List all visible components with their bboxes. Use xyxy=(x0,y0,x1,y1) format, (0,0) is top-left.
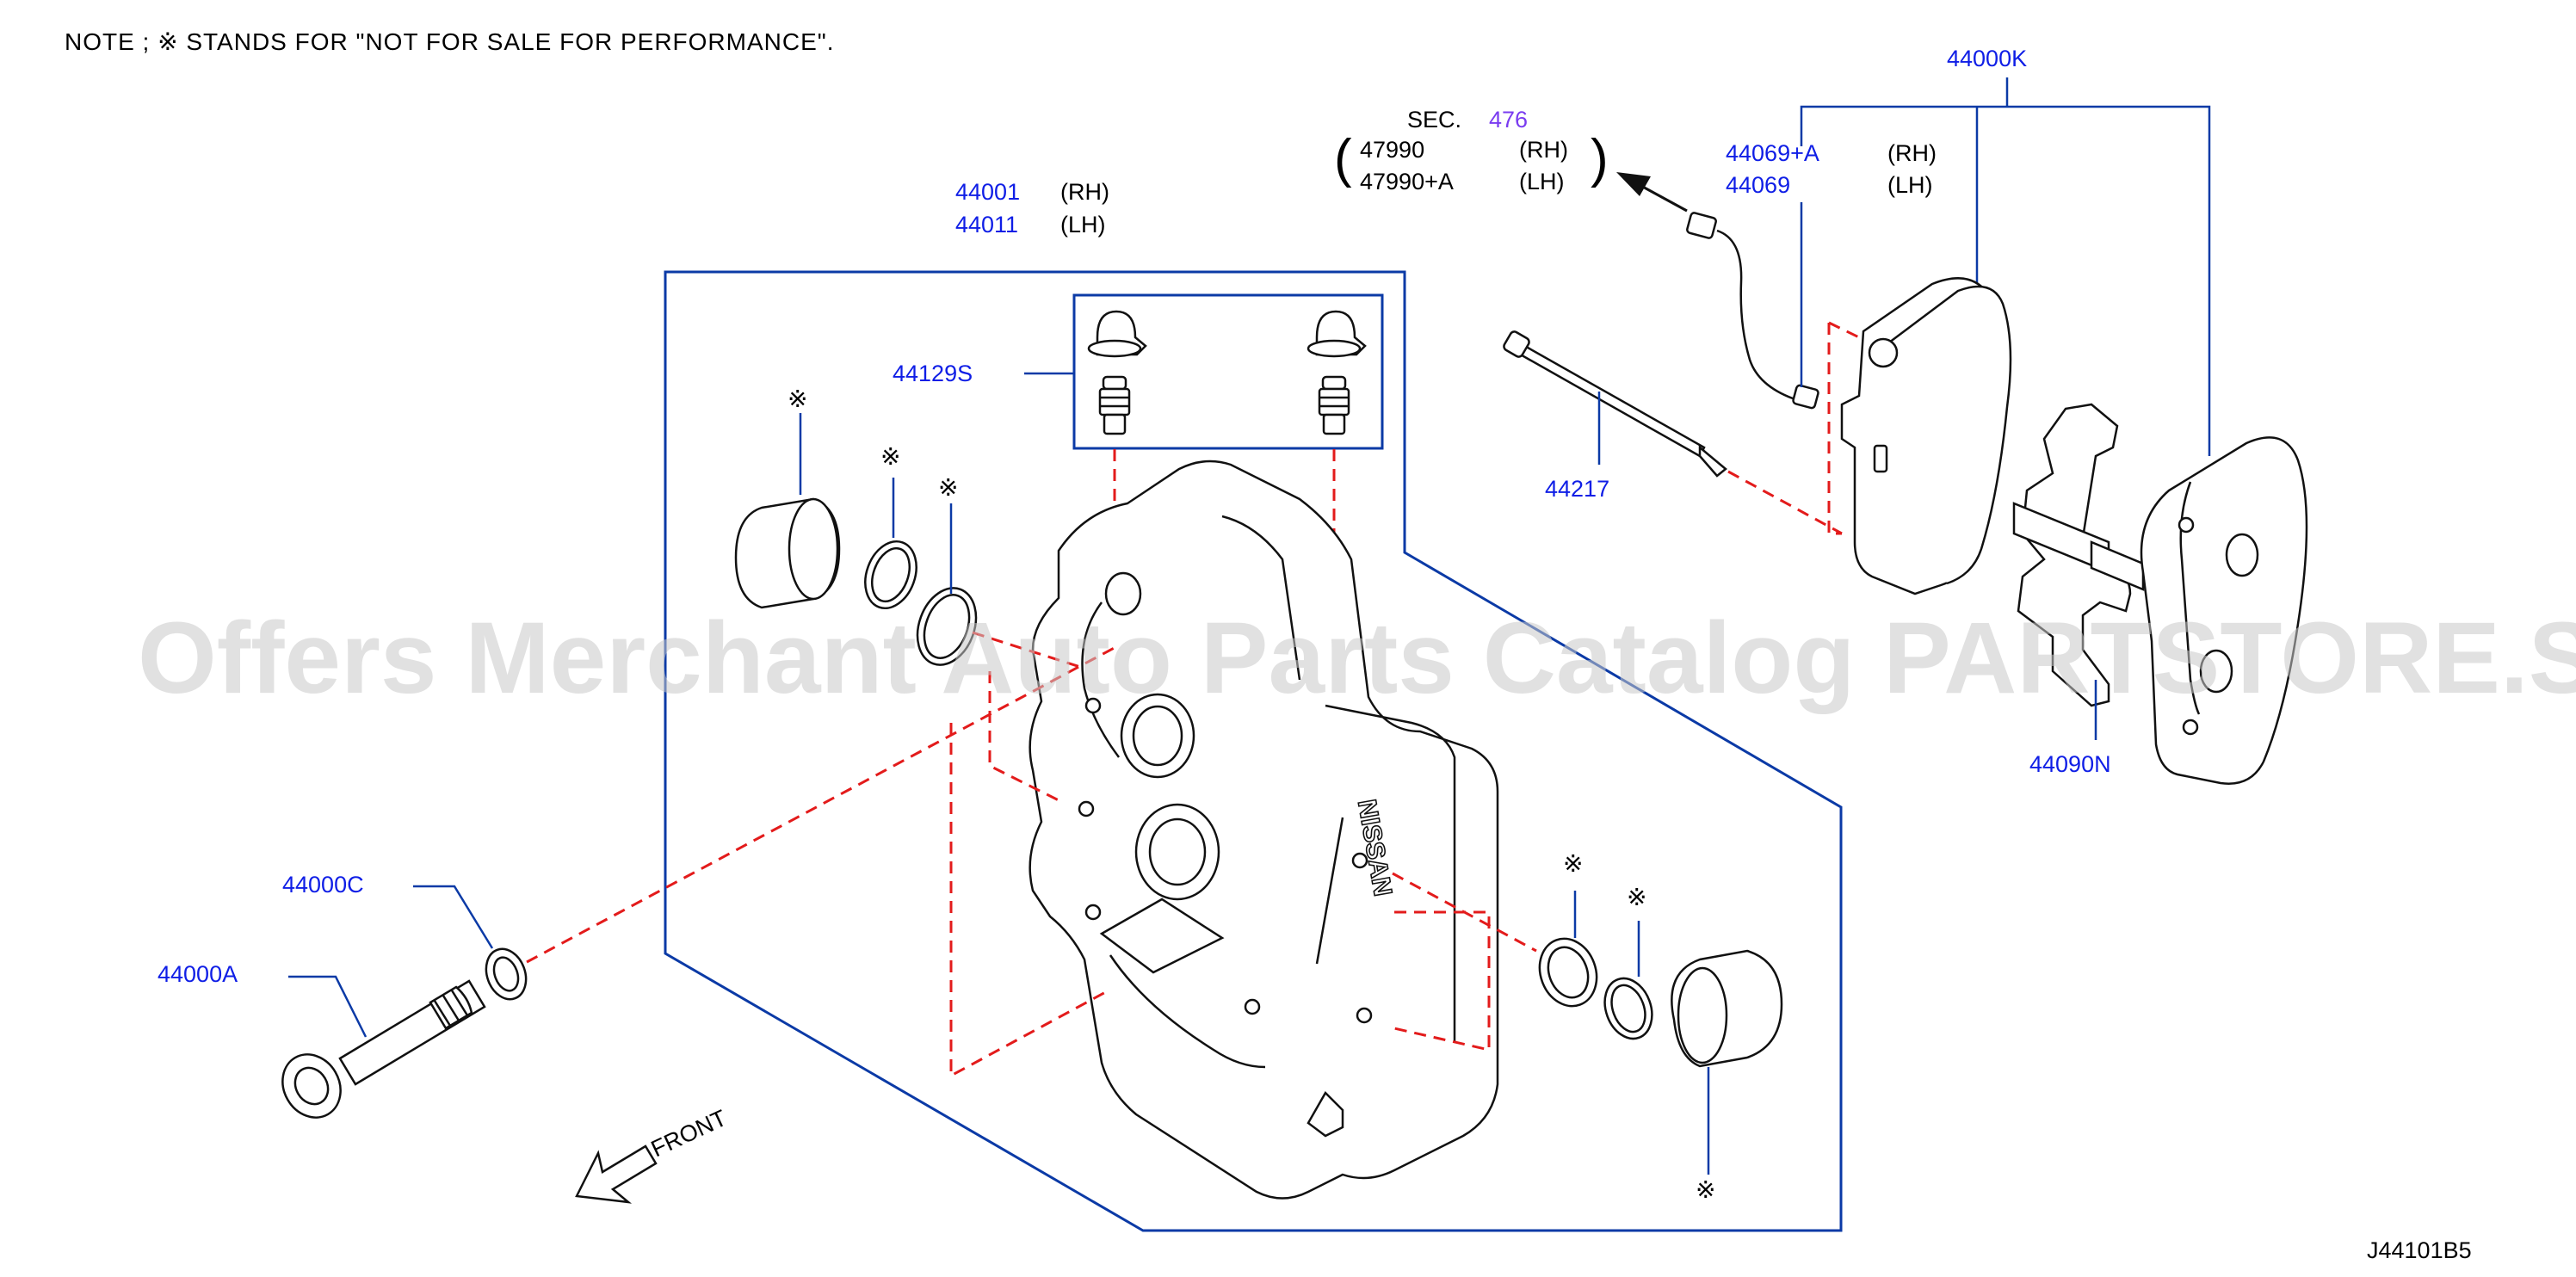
anti-rattle-shim xyxy=(2012,403,2145,707)
performance-note: NOTE ; ※ STANDS FOR "NOT FOR SALE FOR PE… xyxy=(65,28,835,55)
washer-leader xyxy=(413,885,494,949)
pad-retaining-pin xyxy=(1503,330,1727,478)
bleeder-screw-left xyxy=(1098,375,1131,435)
piston-left-dash-2 xyxy=(988,671,1059,802)
pad-inner-dash xyxy=(1827,323,1842,535)
section-item-2-side: (LH) xyxy=(1519,169,1565,194)
pad-inner-dash-top xyxy=(1828,321,1860,339)
pad-wear-sensor xyxy=(1686,212,1819,410)
diagram-code: J44101B5 xyxy=(2367,1237,2472,1263)
bolt-washer xyxy=(485,947,528,1001)
bolt-dash xyxy=(526,644,1120,964)
brake-pad-outer xyxy=(2140,436,2308,785)
bleeder-kit-box xyxy=(1072,293,1384,450)
section-close-paren: ) xyxy=(1591,129,1609,188)
sensor-rh-side: (RH) xyxy=(1887,140,1937,166)
pin-dash xyxy=(1727,470,1843,535)
shim-number[interactable]: 44090N xyxy=(2029,751,2111,777)
sensor-lh-number[interactable]: 44069 xyxy=(1726,172,1790,198)
bleeder-kit-number[interactable]: 44129S xyxy=(893,361,973,386)
section-open-paren: ( xyxy=(1334,129,1352,188)
not-for-sale-mark-piston-left: ※ xyxy=(788,385,807,413)
front-direction-arrow xyxy=(575,1144,658,1204)
brake-caliper-body[interactable]: NISSAN xyxy=(1029,460,1499,1200)
caliper-lh-number[interactable]: 44011 xyxy=(955,212,1018,238)
piston-left xyxy=(734,497,841,609)
caliper-group-outline xyxy=(664,270,1843,1232)
section-item-1[interactable]: 47990 xyxy=(1360,137,1424,163)
section-arrow xyxy=(1616,172,1688,213)
sensor-lh-side: (LH) xyxy=(1887,172,1933,198)
section-item-2[interactable]: 47990+A xyxy=(1360,169,1454,194)
bleeder-cap-right xyxy=(1307,310,1367,358)
bolt-leader xyxy=(288,975,368,1038)
bolt-number[interactable]: 44000A xyxy=(158,961,238,987)
not-for-sale-mark-piston-right: ※ xyxy=(1696,1175,1715,1204)
watermark-text: Offers Merchant Auto Parts Catalog PARTS… xyxy=(138,601,2576,715)
dust-boot-right xyxy=(1538,937,1598,1008)
piston-right-dash-2 xyxy=(1393,910,1491,1052)
mounting-bolt xyxy=(281,979,486,1119)
caliper-rh-side: (RH) xyxy=(1060,179,1109,205)
dust-boot-left xyxy=(916,587,978,666)
pad-kit-leader-bracket xyxy=(1800,105,2211,456)
caliper-lh-side: (LH) xyxy=(1060,212,1106,238)
pad-kit-number[interactable]: 44000K xyxy=(1947,46,2027,71)
front-label: FRONT xyxy=(647,1105,731,1162)
pin-number[interactable]: 44217 xyxy=(1545,476,1609,502)
section-number-link[interactable]: 476 xyxy=(1489,107,1528,133)
piston-seal-right xyxy=(1603,977,1653,1040)
not-for-sale-mark-boot-left: ※ xyxy=(938,473,958,502)
brake-pad-inner xyxy=(1840,277,2012,595)
caliper-rh-number[interactable]: 44001 xyxy=(955,179,1020,205)
section-item-1-side: (RH) xyxy=(1519,137,1568,163)
piston-right xyxy=(1671,949,1783,1068)
bleeder-cap-left xyxy=(1087,310,1147,358)
section-prefix: SEC. xyxy=(1407,107,1461,133)
bleeder-screw-right xyxy=(1318,375,1350,435)
piston-seal-left xyxy=(864,540,917,610)
not-for-sale-mark-boot-right: ※ xyxy=(1563,849,1583,878)
washer-number[interactable]: 44000C xyxy=(282,872,364,898)
sensor-rh-number[interactable]: 44069+A xyxy=(1726,140,1819,166)
not-for-sale-mark-seal-left: ※ xyxy=(880,442,900,471)
not-for-sale-mark-seal-right: ※ xyxy=(1627,883,1646,911)
